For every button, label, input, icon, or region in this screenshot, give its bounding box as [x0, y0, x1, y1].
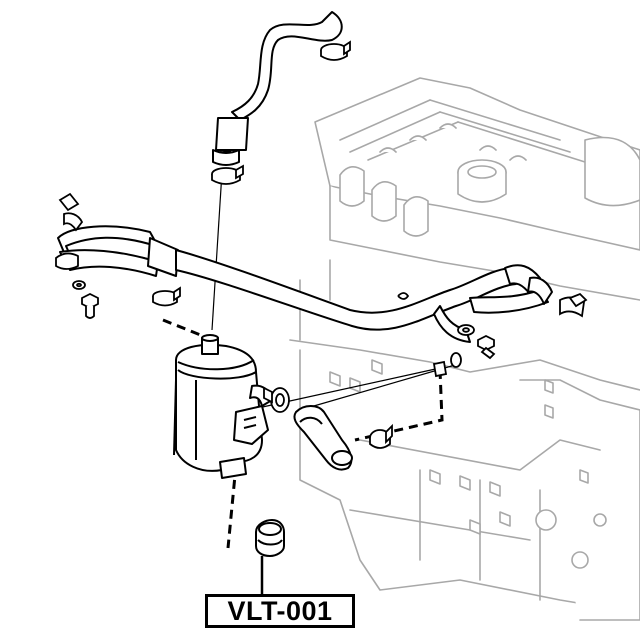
washer-left: [72, 280, 86, 290]
oil-separator-housing: [173, 334, 273, 479]
hose-clamp-outlet-a: [263, 386, 290, 413]
engine-block-outline: [289, 77, 640, 621]
hose-clamp-left: [152, 286, 181, 307]
small-spacer: [432, 352, 462, 378]
hose-clamp-top: [320, 40, 351, 61]
bushing-part: [255, 519, 285, 557]
hose-clamp-upper-mid: [211, 164, 244, 185]
bolt-right: [477, 334, 496, 360]
upper-coolant-hose: [212, 11, 343, 166]
bolt-left: [81, 292, 99, 319]
curved-outlet-hose: [293, 405, 353, 471]
hose-clamp-outlet-b: [369, 423, 393, 449]
washer-right: [457, 324, 475, 336]
part-number-label: VLT-001: [205, 594, 355, 628]
spring-clip: [397, 292, 410, 300]
breather-pipe-end-clamps: [55, 192, 588, 318]
